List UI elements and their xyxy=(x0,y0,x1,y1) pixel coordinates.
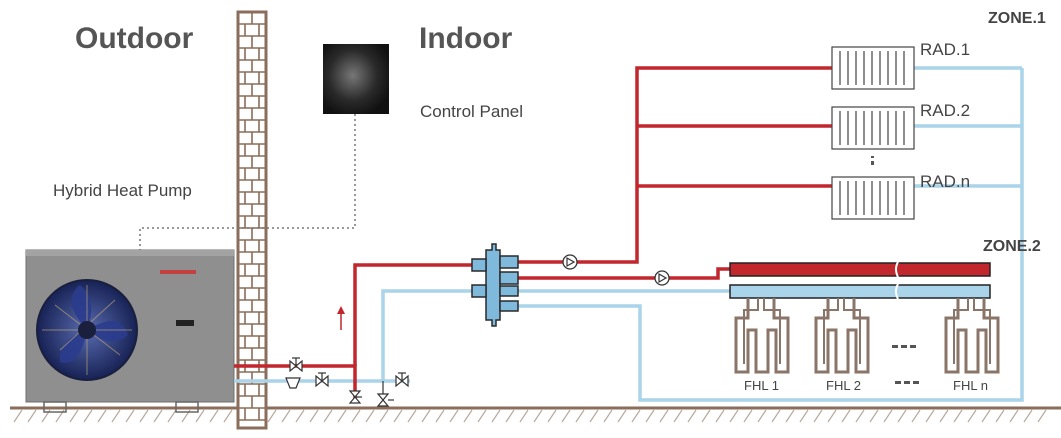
radiator-rad1 xyxy=(831,46,915,90)
ellipsis-dots xyxy=(871,156,874,165)
valve-icon xyxy=(376,381,394,407)
ufh-return-manifold xyxy=(729,283,991,300)
hybrid-heat-pump-label: Hybrid Heat Pump xyxy=(53,181,192,200)
pump-icon xyxy=(654,270,670,286)
zone1-label: ZONE.1 xyxy=(988,10,1046,27)
control-panel-device xyxy=(323,44,389,114)
strainer-icon xyxy=(285,377,301,389)
indoor-label: Indoor xyxy=(419,22,513,55)
floor-loop-fhl1 xyxy=(734,298,790,374)
ufh-supply-manifold xyxy=(729,261,991,278)
valve-icon xyxy=(348,390,362,404)
rad1-label: RAD.1 xyxy=(920,40,971,59)
floor-loop-fhl2 xyxy=(814,298,870,374)
radiator-radn xyxy=(831,176,915,220)
radiator-rad2 xyxy=(831,106,915,150)
valve-icon xyxy=(315,372,329,388)
valve-icon xyxy=(289,357,303,373)
hybrid-heat-pump-unit xyxy=(25,249,235,413)
ellipsis-dashes xyxy=(892,345,919,384)
fhl1-label: FHL 1 xyxy=(744,378,779,393)
pump-icon xyxy=(562,254,578,270)
zone2-label: ZONE.2 xyxy=(983,238,1041,255)
valve-icon xyxy=(395,372,409,388)
control-cable xyxy=(139,114,356,258)
brick-wall xyxy=(236,10,268,430)
ground xyxy=(10,406,1061,423)
floor-loop-fhln xyxy=(944,298,1000,374)
control-panel-label: Control Panel xyxy=(420,102,524,121)
flow-arrow-icon xyxy=(337,306,345,330)
radn-label: RAD.n xyxy=(920,172,971,191)
fhln-label: FHL n xyxy=(953,378,988,393)
outdoor-label: Outdoor xyxy=(75,22,194,55)
return-pipework xyxy=(234,66,1024,402)
hydraulic-separator xyxy=(471,243,519,327)
fhl2-label: FHL 2 xyxy=(826,378,861,393)
rad2-label: RAD.2 xyxy=(920,101,971,120)
